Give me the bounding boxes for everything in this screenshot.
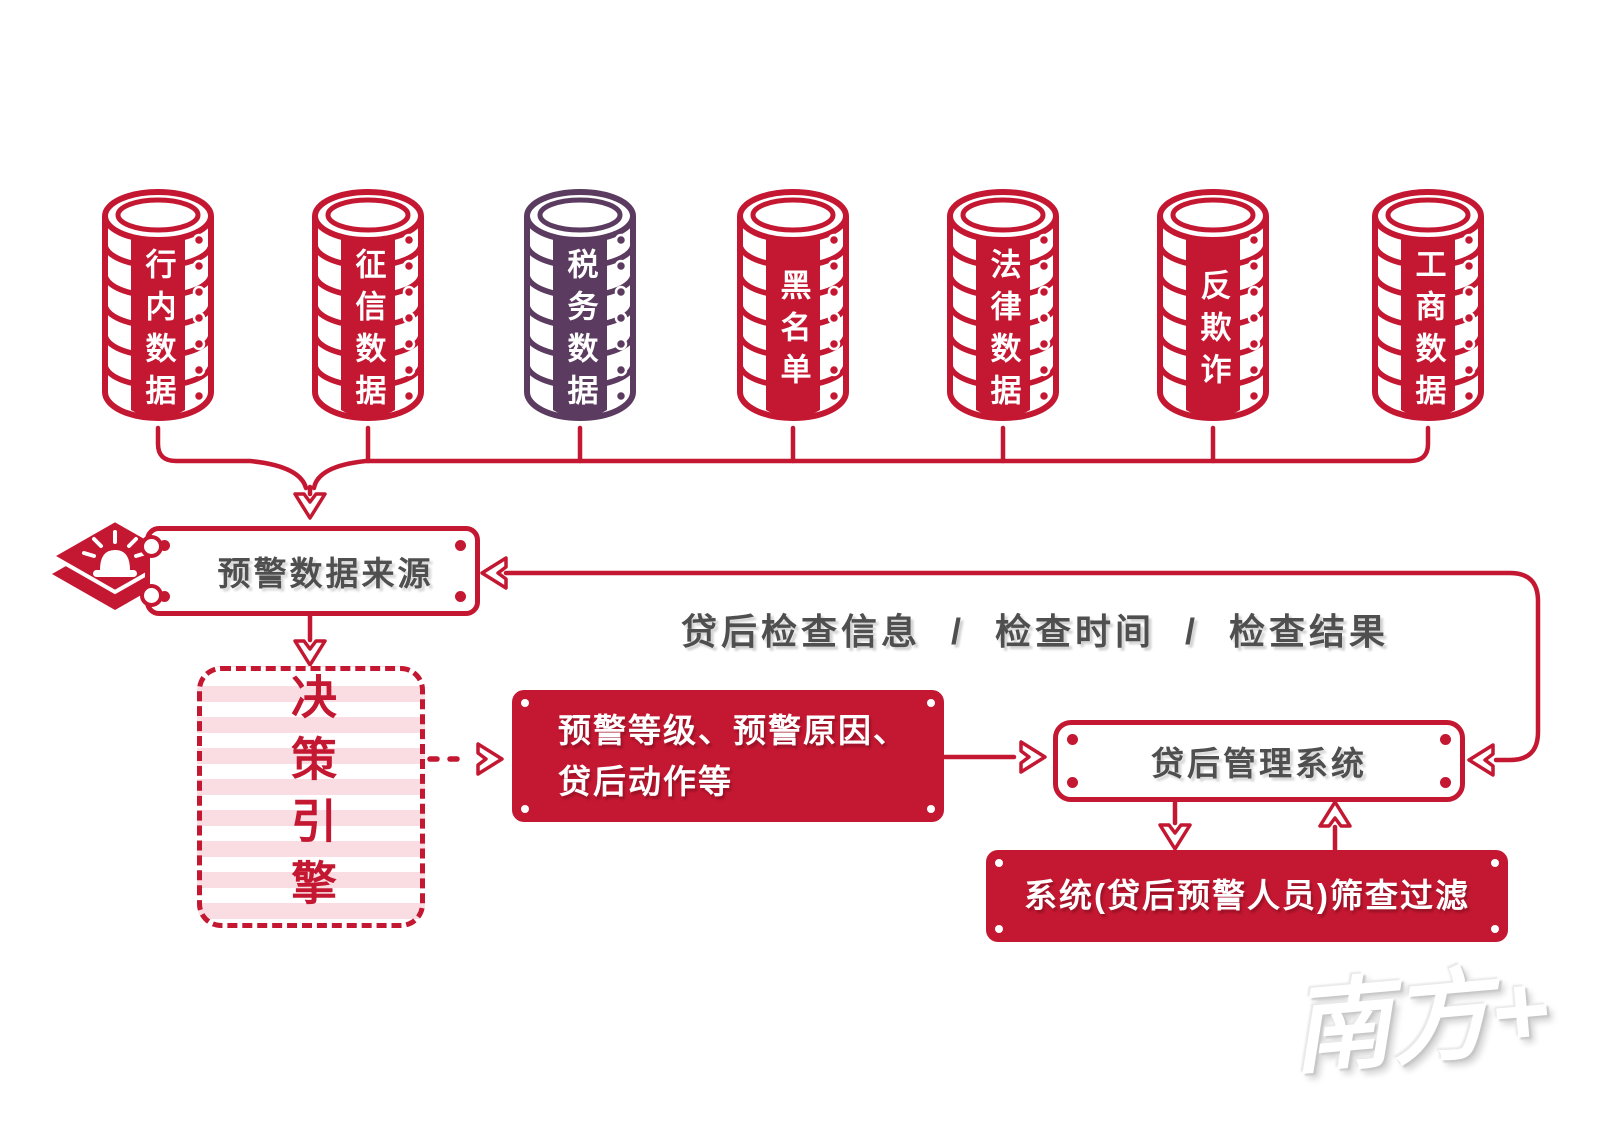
node-screening-filter: 系统(贷后预警人员)筛查过滤	[986, 850, 1508, 942]
node-label: 决策引擎	[285, 673, 337, 921]
database-cylinder-icon	[102, 189, 214, 421]
database-cylinder-business-registry: 工商数据	[1368, 186, 1488, 438]
corner-dot	[1067, 734, 1078, 745]
node-label-line2: 贷后动作等	[558, 763, 733, 800]
corner-dot	[1440, 777, 1451, 788]
database-cylinder-icon	[312, 189, 424, 421]
arrow-up-into-system	[1318, 800, 1352, 828]
arrow-down-into-source	[293, 492, 327, 520]
database-cylinder-icon	[947, 189, 1059, 421]
feedback-loop-line	[503, 570, 1541, 763]
database-cylinder-icon	[524, 189, 636, 421]
database-cylinder-legal-data: 法律数据	[943, 186, 1063, 438]
corner-dot	[1491, 859, 1499, 867]
corner-dot	[927, 805, 935, 813]
database-label: 反欺诈	[1195, 269, 1231, 395]
corner-dot	[1491, 925, 1499, 933]
scroll-curl	[140, 584, 163, 607]
node-label-line1: 预警等级、预警原因、	[558, 711, 908, 749]
scroll-curl	[140, 535, 163, 558]
database-label: 黑名单	[775, 269, 811, 395]
corner-dot	[1440, 734, 1451, 745]
database-label: 税务数据	[562, 248, 598, 416]
corner-dot	[521, 805, 529, 813]
arrow-down-into-screening	[1158, 823, 1192, 851]
database-cylinder-tax-data: 税务数据	[520, 186, 640, 438]
database-label: 工商数据	[1410, 248, 1446, 416]
database-cylinder-icon	[1157, 189, 1269, 421]
node-label: 预警数据来源	[217, 555, 434, 592]
corner-dot	[995, 859, 1003, 867]
corner-dot	[455, 540, 466, 551]
bus-line-left	[155, 425, 309, 491]
node-warning-data-source: 预警数据来源	[140, 526, 480, 616]
corner-dot	[995, 925, 1003, 933]
arrow-right-into-system	[1019, 740, 1047, 774]
bus-line-main	[311, 425, 1431, 491]
node-warning-output: 预警等级、预警原因、 贷后动作等	[512, 690, 944, 822]
node-post-loan-system: 贷后管理系统	[1053, 720, 1465, 802]
node-label: 贷后管理系统	[1151, 745, 1367, 782]
corner-dot	[455, 591, 466, 602]
database-cylinder-internal-data: 行内数据	[98, 186, 218, 438]
corner-dot	[159, 540, 170, 551]
node-label: 系统(贷后预警人员)筛查过滤	[1024, 877, 1470, 915]
check-info-annotation: 贷后检查信息 / 检查时间 / 检查结果	[680, 611, 1389, 652]
nanfang-plus-watermark: 南方+	[1286, 952, 1554, 1088]
node-decision-engine: 决策引擎	[197, 666, 425, 928]
corner-dot	[159, 591, 170, 602]
arrow-down-into-decision	[293, 639, 327, 667]
corner-dot	[927, 699, 935, 707]
arrow-right-into-output	[476, 742, 504, 776]
database-cylinder-icon	[1372, 189, 1484, 421]
corner-dot	[1067, 777, 1078, 788]
database-label: 法律数据	[985, 248, 1021, 416]
database-cylinder-blacklist: 黑名单	[733, 186, 853, 438]
database-cylinder-credit-data: 征信数据	[308, 186, 428, 438]
database-label: 征信数据	[350, 248, 386, 416]
database-cylinder-icon	[737, 189, 849, 421]
arrow-left-into-system	[1467, 743, 1495, 777]
database-label: 行内数据	[140, 248, 176, 416]
arrow-left-into-source	[480, 556, 508, 590]
corner-dot	[521, 699, 529, 707]
database-cylinder-antifraud: 反欺诈	[1153, 186, 1273, 438]
